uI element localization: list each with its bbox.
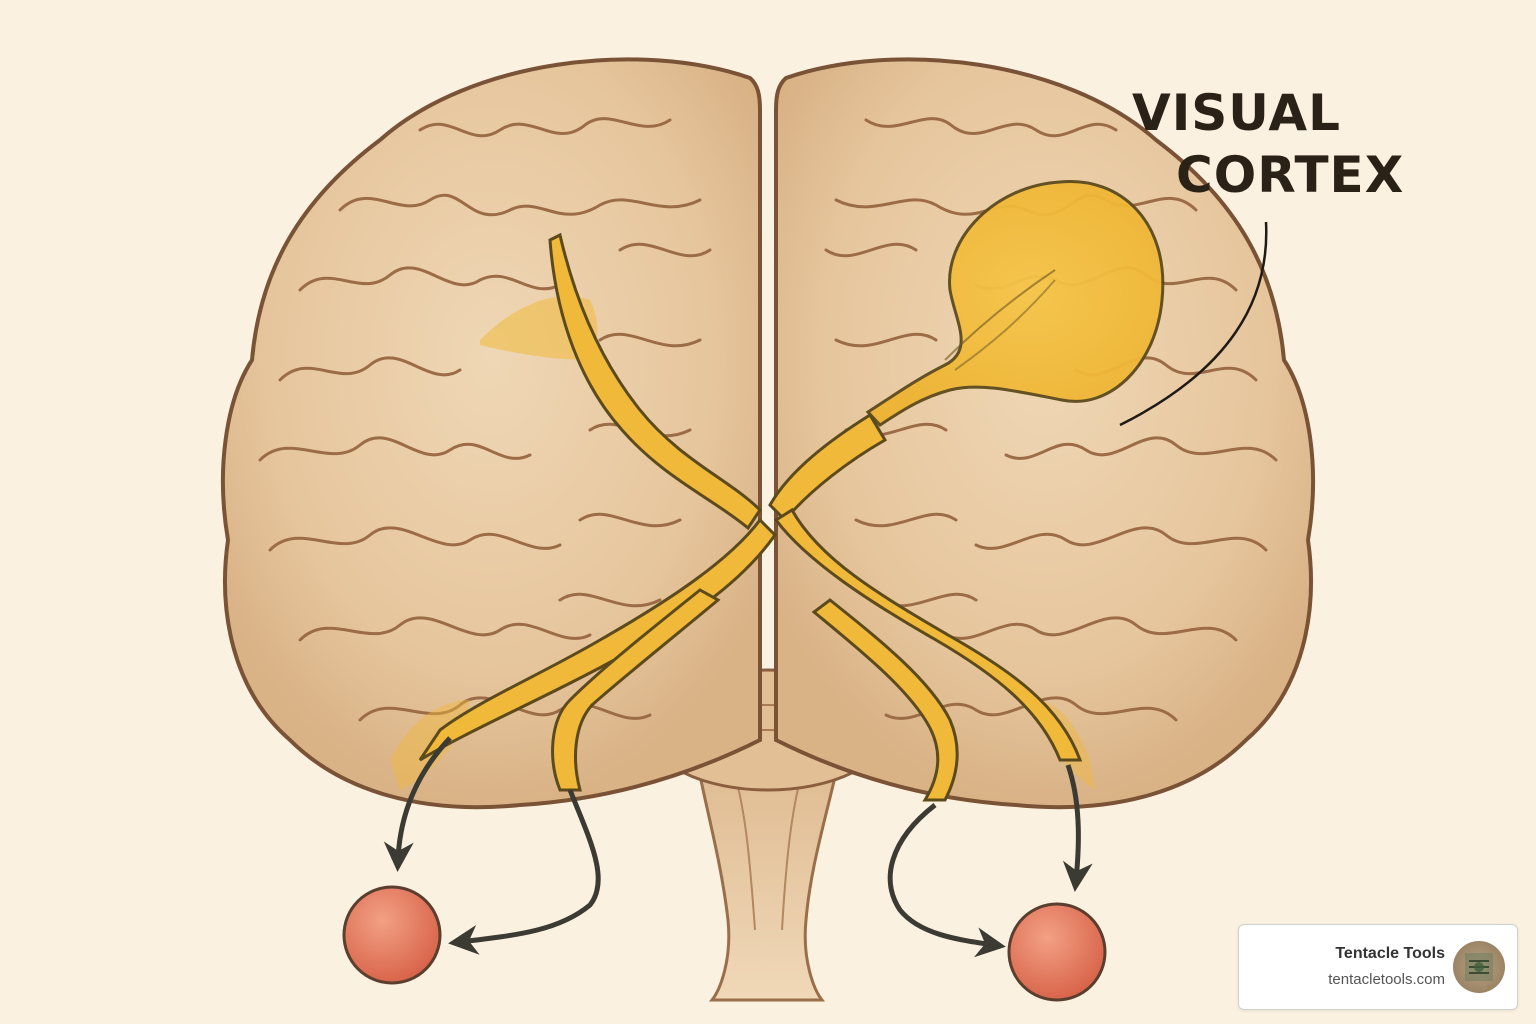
brand-name: Tentacle Tools bbox=[1335, 945, 1445, 962]
visual-cortex-label-line1: VISUAL bbox=[1132, 84, 1341, 142]
arrow-to-left-eye-outer bbox=[383, 736, 452, 872]
arrow-to-right-eye-inner bbox=[887, 803, 1006, 958]
left-hemisphere bbox=[220, 57, 762, 810]
visual-cortex-region bbox=[865, 179, 1165, 427]
arrow-to-right-eye-outer bbox=[1062, 764, 1093, 892]
brand-url[interactable]: tentacletools.com bbox=[1328, 971, 1445, 988]
left-eye bbox=[342, 885, 442, 985]
tentacle-tools-logo-icon bbox=[1453, 941, 1505, 993]
optic-pathways bbox=[418, 232, 1083, 802]
pathway-arrows bbox=[383, 736, 1093, 958]
visual-cortex-label-line2: CORTEX bbox=[1176, 146, 1405, 204]
arrow-to-left-eye-inner bbox=[448, 789, 601, 955]
right-eye bbox=[1007, 902, 1107, 1002]
brand-card[interactable]: Tentacle Tools tentacletools.com bbox=[1238, 924, 1518, 1010]
label-callout-line bbox=[1119, 221, 1268, 427]
